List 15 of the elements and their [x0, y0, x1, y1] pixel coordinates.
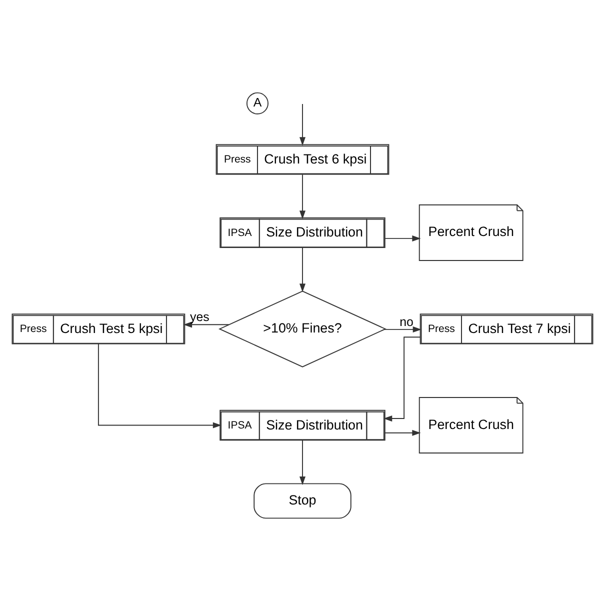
arrow	[299, 104, 306, 146]
arrow	[384, 326, 422, 332]
node-circle: A	[246, 92, 268, 114]
arrow	[299, 174, 306, 220]
arrow	[299, 440, 306, 486]
arrow	[183, 322, 230, 328]
edge-label: yes	[190, 310, 210, 324]
arrow	[98, 344, 222, 428]
node-diamond: >10% Fines?	[218, 290, 387, 368]
arrow	[383, 336, 421, 422]
arrow	[384, 235, 421, 242]
arrow	[384, 430, 421, 436]
edge-label: no	[400, 315, 414, 329]
node-box: Stop	[254, 483, 352, 519]
arrow	[299, 247, 306, 292]
